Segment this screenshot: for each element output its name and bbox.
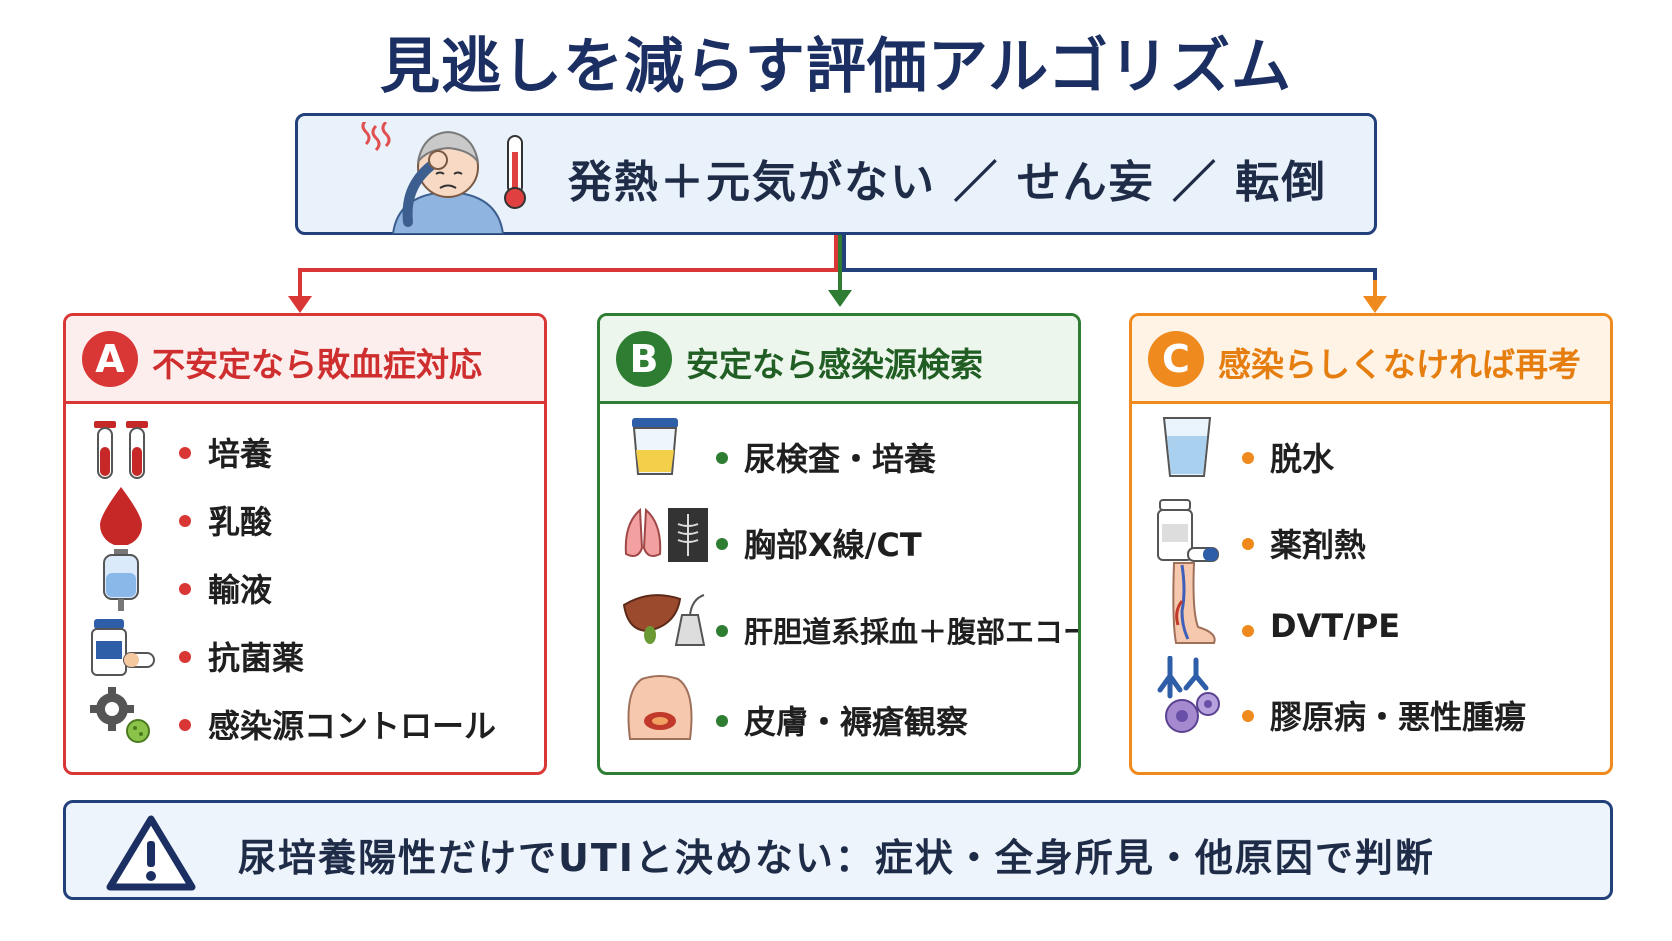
sick-elderly-patient-icon <box>361 122 526 234</box>
bullet-dot <box>716 715 728 727</box>
card-c-reconsider: C 感染らしくなければ再考 脱水 薬剤熱 DVT/PE 膠原病・悪 <box>1129 313 1613 775</box>
bullet-dot <box>1242 625 1254 637</box>
item-label: 薬剤熱 <box>1270 526 1367 564</box>
card-a-title: 不安定なら敗血症対応 <box>152 345 482 384</box>
item-label: 脱水 <box>1270 440 1335 478</box>
item-label: DVT/PE <box>1270 607 1401 645</box>
card-b-badge: B <box>616 331 672 387</box>
card-a-badge: A <box>82 331 138 387</box>
water-glass-icon <box>1162 417 1212 477</box>
bullet-dot <box>179 515 191 527</box>
bullet-dot <box>1242 710 1254 722</box>
blood-tubes-icon <box>94 421 148 479</box>
item-label: 胸部X線/CT <box>744 526 922 564</box>
card-c-badge: C <box>1148 331 1204 387</box>
symptoms-text: 発熱＋元気がない ／ せん妄 ／ 転倒 <box>568 157 1328 208</box>
warning-triangle-icon <box>106 815 196 891</box>
bullet-dot <box>1242 538 1254 550</box>
urine-cup-icon <box>632 418 678 475</box>
item-label: 膠原病・悪性腫瘍 <box>1270 698 1527 736</box>
iv-bag-icon <box>103 549 139 611</box>
blood-drop-icon <box>100 487 142 545</box>
page-title: 見逃しを減らす評価アルゴリズム <box>380 32 1292 102</box>
item-label: 輸液 <box>208 571 273 609</box>
gear-bacteria-icon <box>90 687 150 743</box>
item-label: 抗菌薬 <box>208 639 305 677</box>
skin-pressure-ulcer-icon <box>627 675 693 740</box>
bullet-dot <box>716 625 728 637</box>
bullet-dot <box>1242 452 1254 464</box>
antibody-cells-icon <box>1157 656 1220 733</box>
bullet-dot <box>179 719 191 731</box>
bullet-dot <box>716 452 728 464</box>
item-label: 肝胆道系採血＋腹部エコー <box>744 615 1081 649</box>
card-c-title: 感染らしくなければ再考 <box>1218 345 1581 384</box>
card-c-header: C 感染らしくなければ再考 <box>1132 316 1610 404</box>
bullet-dot <box>179 583 191 595</box>
item-label: 乳酸 <box>208 503 273 541</box>
bullet-dot <box>179 651 191 663</box>
medicine-bottle-icon <box>91 619 155 676</box>
liver-ultrasound-icon <box>622 594 706 646</box>
card-a-header: A 不安定なら敗血症対応 <box>66 316 544 404</box>
warning-box: 尿培養陽性だけでUTIと決めない：症状・全身所見・他原因で判断 <box>63 800 1613 900</box>
item-label: 尿検査・培養 <box>744 440 937 478</box>
leg-vein-icon <box>1172 562 1216 644</box>
pill-bottle-icon <box>1157 499 1219 562</box>
card-b-stable: B 安定なら感染源検索 尿検査・培養 胸部X線/CT 肝胆道系採血＋腹部エコー … <box>597 313 1081 775</box>
card-b-title: 安定なら感染源検索 <box>686 345 983 384</box>
lungs-xray-icon <box>624 507 708 562</box>
warning-text: 尿培養陽性だけでUTIと決めない：症状・全身所見・他原因で判断 <box>238 836 1435 880</box>
bullet-dot <box>716 538 728 550</box>
item-label: 培養 <box>208 435 273 473</box>
presentation-box: 発熱＋元気がない ／ せん妄 ／ 転倒 <box>295 113 1377 235</box>
item-label: 皮膚・褥瘡観察 <box>744 703 969 741</box>
card-b-header: B 安定なら感染源検索 <box>600 316 1078 404</box>
card-a-unstable: A 不安定なら敗血症対応 培養 乳酸 輸液 抗菌薬 <box>63 313 547 775</box>
bullet-dot <box>179 447 191 459</box>
item-label: 感染源コントロール <box>208 707 497 745</box>
